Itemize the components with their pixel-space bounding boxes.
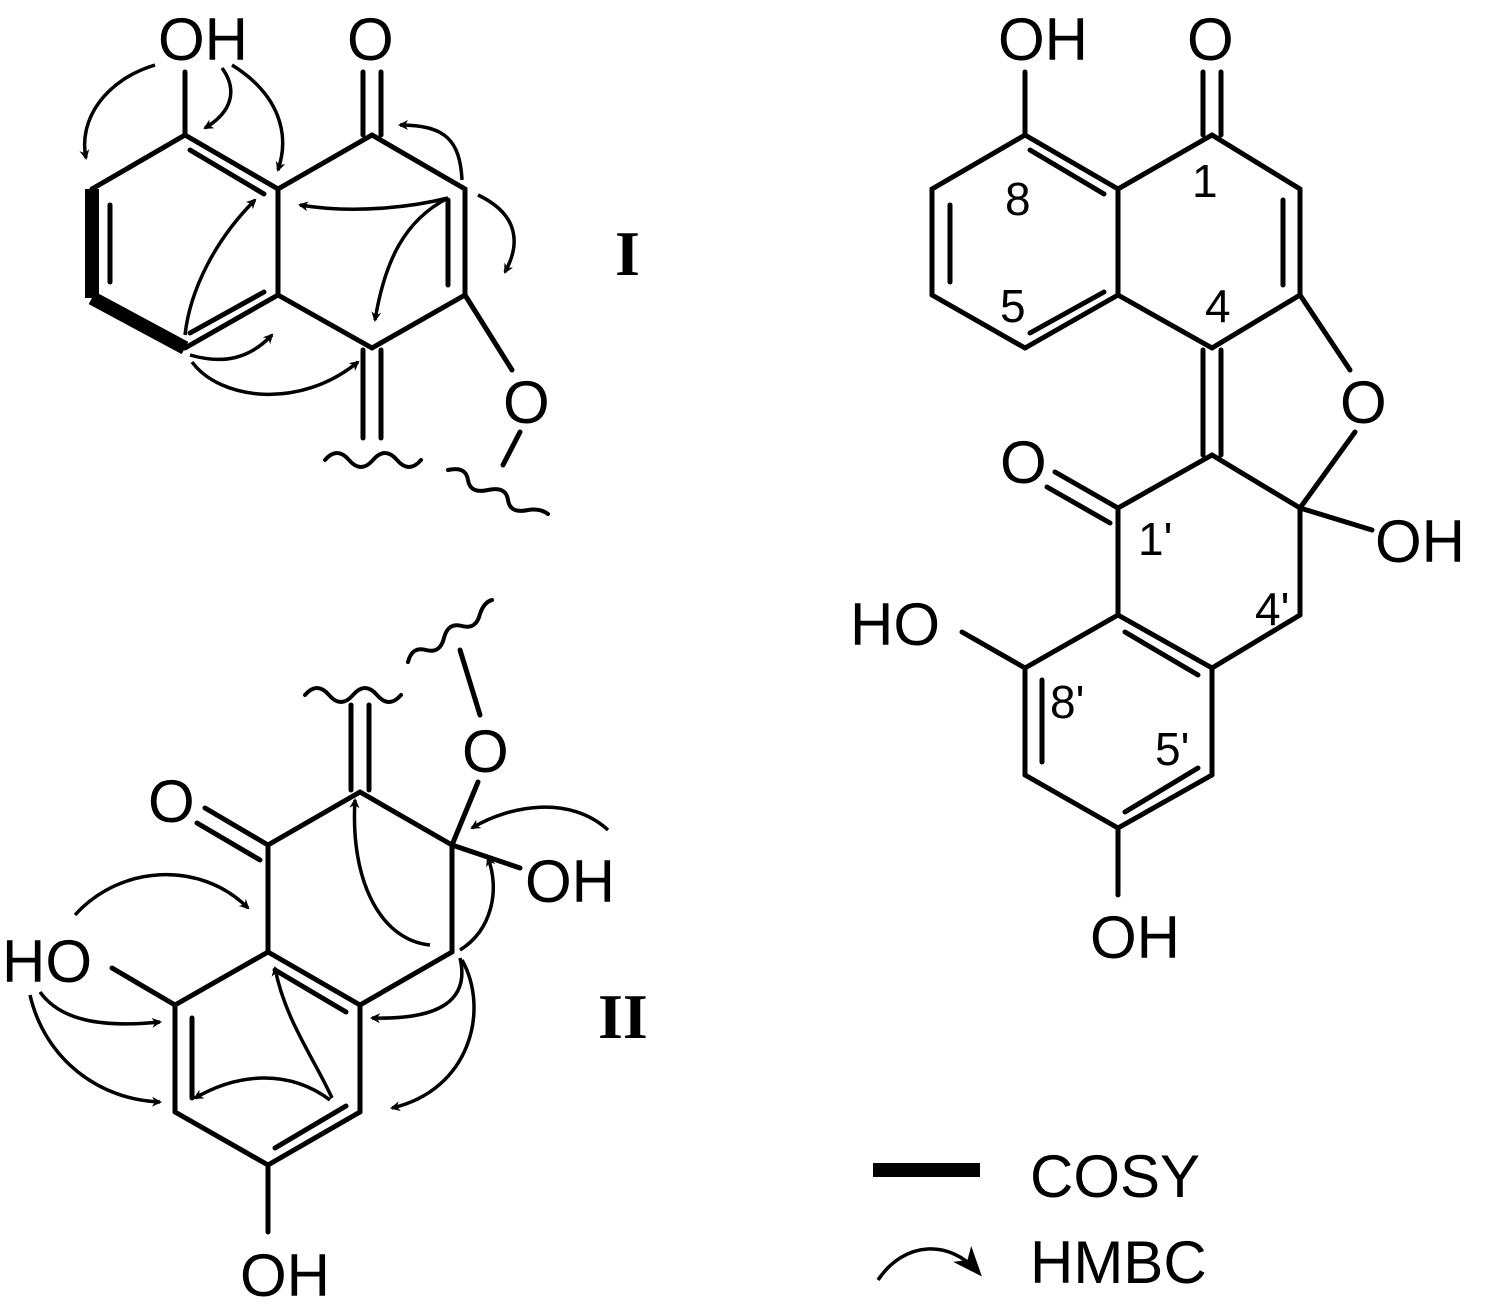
- fragment-ii-ho-left-label: HO: [2, 928, 92, 995]
- fragment-i-bonds: [89, 69, 523, 468]
- legend-hmbc-label: HMBC: [1030, 1229, 1207, 1296]
- fragment-ii-oh-bottom-label: OH: [240, 1242, 330, 1308]
- fragment-i-hmbc-arrows: [79, 63, 516, 397]
- fragment-i-cosy-bond-2: [88, 291, 189, 355]
- full-o-carbonyl-top-label: O: [1187, 6, 1234, 73]
- fragment-i-wavy-left: [323, 451, 423, 469]
- fragment-ii: O O OH HO OH II: [2, 598, 648, 1308]
- full-structure-bonds: [929, 69, 1375, 898]
- fragment-i-oh-label: OH: [158, 6, 248, 73]
- full-o-furan-label: O: [1340, 369, 1387, 436]
- full-ho-left-label: HO: [850, 591, 940, 658]
- fragment-i-label: I: [615, 218, 640, 289]
- fragment-ii-wavy-left: [303, 686, 403, 704]
- fragment-ii-hmbc-arrows: [28, 798, 610, 1112]
- numbering-c4: 4: [1205, 280, 1231, 332]
- fragment-ii-o-ether-label: O: [462, 718, 509, 785]
- fragment-ii-o-carbonyl-label: O: [148, 768, 195, 835]
- fragment-i: OH O O I: [79, 6, 640, 516]
- fragment-ii-wavy-right: [406, 598, 494, 664]
- numbering-c8p: 8': [1050, 676, 1084, 728]
- numbering-c5: 5: [1000, 280, 1026, 332]
- legend: COSY HMBC: [873, 1143, 1207, 1296]
- fragment-i-o-carbonyl-label: O: [347, 6, 394, 73]
- full-oh-bottom-label: OH: [1090, 904, 1180, 971]
- full-oh-top-label: OH: [998, 6, 1088, 73]
- numbering-c1: 1: [1192, 155, 1218, 207]
- numbering-c5p: 5': [1155, 723, 1189, 775]
- fragment-ii-oh-right-label: OH: [525, 848, 615, 915]
- fragment-i-wavy-right: [446, 467, 550, 516]
- numbering-c4p: 4': [1255, 583, 1289, 635]
- numbering-c1p: 1': [1138, 513, 1172, 565]
- legend-hmbc-swatch: [876, 1246, 982, 1281]
- full-oh-right-label: OH: [1375, 508, 1465, 575]
- numbering-c8: 8: [1005, 173, 1031, 225]
- fragment-i-o-ether-label: O: [503, 369, 550, 436]
- fragment-ii-label: II: [598, 981, 648, 1052]
- legend-cosy-label: COSY: [1030, 1143, 1200, 1210]
- fragment-ii-bonds: [109, 647, 523, 1235]
- full-structure: OH O O O OH HO OH 1 8 5 4 1' 4' 8' 5': [850, 6, 1465, 971]
- full-o-carbonyl-mid-label: O: [1000, 429, 1047, 496]
